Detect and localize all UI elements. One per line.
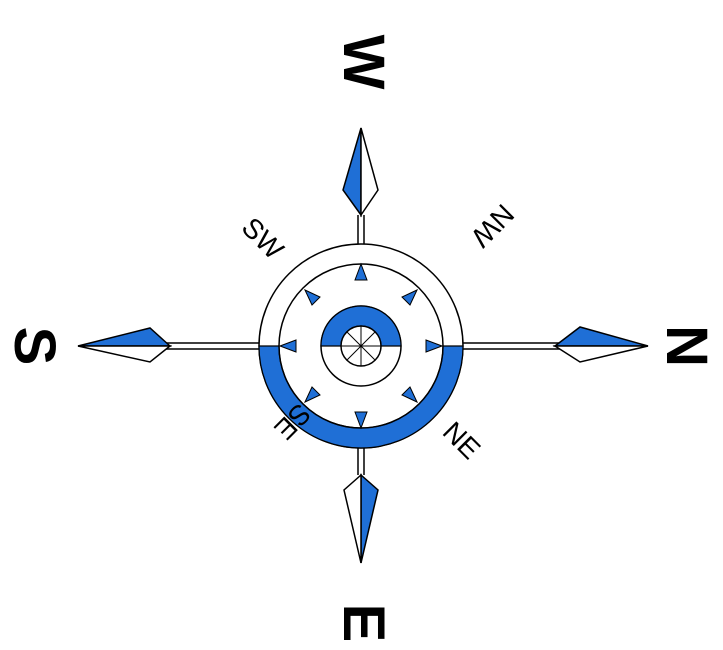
label-north: N xyxy=(654,325,719,367)
label-northeast: NE xyxy=(437,416,486,465)
inner-hub xyxy=(321,306,401,386)
label-east: E xyxy=(331,604,396,643)
east-pointer xyxy=(344,475,378,563)
south-pointer xyxy=(78,328,170,362)
west-pointer xyxy=(343,128,378,215)
label-south: S xyxy=(2,327,67,366)
north-pointer xyxy=(555,327,648,362)
label-northwest: NW xyxy=(465,198,520,253)
label-west: W xyxy=(331,35,396,90)
label-southwest: SW xyxy=(236,211,290,265)
